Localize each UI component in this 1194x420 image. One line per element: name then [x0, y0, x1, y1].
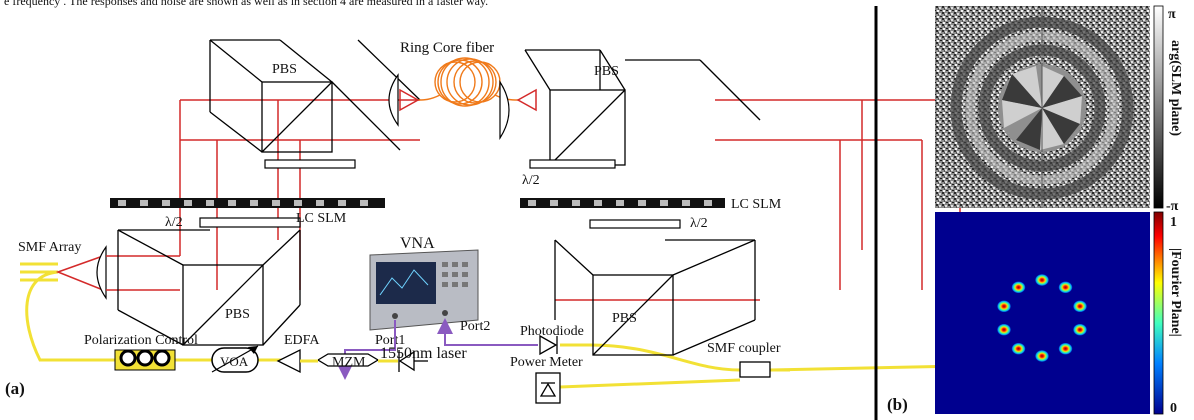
fan-left — [55, 254, 104, 292]
fourier-spot — [1058, 281, 1073, 294]
power-meter-label: Power Meter — [510, 355, 583, 370]
lc-slm-left-label: LC SLM — [296, 211, 347, 226]
pbs-right-top — [524, 49, 761, 166]
lc-slm-left — [110, 198, 385, 208]
panel-a-label: (a) — [5, 379, 25, 398]
fourier-spots — [997, 274, 1087, 362]
fourier-spot — [1073, 323, 1087, 336]
pbs-right-top-label: PBS — [594, 64, 619, 79]
half-wave-plate-right-top — [529, 159, 616, 169]
phase-colorbar-max: π — [1168, 7, 1176, 22]
port1-label: Port1 — [375, 333, 405, 348]
lc-slm-right-label: LC SLM — [731, 197, 782, 212]
half-wave-left-bottom-label: λ/2 — [165, 215, 183, 230]
phase-colorbar-title: arg(SLM plane) — [1168, 40, 1183, 136]
fan-ring-right — [516, 88, 537, 112]
phase-colorbar — [1153, 5, 1164, 209]
panel-a: SMF Array SMF Array — [5, 39, 1143, 404]
half-wave-plate-left-bottom — [199, 217, 301, 228]
polarization-control-label: Polarization Control — [84, 333, 198, 348]
pbs-right-bottom — [554, 239, 756, 356]
port2-label: Port2 — [460, 319, 490, 334]
lens-ring-right — [499, 79, 510, 141]
ring-core-fiber-label: Ring Core fiber — [400, 40, 494, 56]
voa — [211, 345, 259, 373]
smf-coupler-label: SMF coupler — [707, 341, 781, 356]
pbs-left-top-label: PBS — [272, 62, 297, 77]
fourier-spot — [1035, 350, 1049, 362]
fourier-plane-map — [935, 212, 1150, 414]
half-wave-right-top-label: λ/2 — [522, 173, 540, 188]
power-meter-symbol — [535, 372, 561, 404]
pbs-left-bottom-label: PBS — [225, 307, 250, 322]
fourier-spot — [1011, 342, 1026, 355]
lc-slm-right — [520, 198, 725, 208]
mzm-label: MZM — [332, 355, 366, 370]
fourier-colorbar — [1153, 211, 1164, 415]
fourier-spot — [1073, 300, 1087, 313]
fourier-colorbar-max: 1 — [1170, 215, 1177, 230]
beams-left — [106, 99, 420, 291]
voa-label: VOA — [220, 354, 249, 369]
panel-b: π -π arg(SLM plane) 1 0 |Fourier Plane| … — [887, 5, 1183, 416]
pbs-left-top — [209, 39, 421, 153]
vna-label: VNA — [400, 235, 435, 252]
lens-left — [96, 245, 107, 300]
edfa-label: EDFA — [284, 333, 320, 348]
fourier-spot — [997, 323, 1011, 336]
vna-instrument — [369, 249, 479, 331]
top-caption: e frequency . The responses and noise ar… — [4, 0, 488, 8]
photodiode-symbol — [539, 334, 558, 356]
smf-coupler — [739, 361, 771, 378]
smf-array-left-label: SMF Array — [18, 240, 81, 255]
half-wave-right-bottom-label: λ/2 — [690, 216, 708, 231]
laser-diode — [398, 350, 428, 372]
fourier-spot — [997, 300, 1011, 313]
phase-colorbar-min: -π — [1166, 199, 1179, 214]
fourier-spot — [1035, 274, 1049, 286]
pbs-right-bottom-label: PBS — [612, 311, 637, 326]
laser-label: 1550nm laser — [380, 345, 467, 362]
pbs-left-bottom — [117, 229, 301, 346]
half-wave-plate-left-top — [264, 159, 356, 169]
smf-array-left — [20, 262, 58, 282]
half-wave-plate-right-bottom — [589, 219, 681, 229]
photodiode-label: Photodiode — [520, 324, 584, 339]
polarization-controller — [114, 349, 176, 371]
lens-ring-left — [388, 73, 399, 127]
edfa-amplifier — [276, 348, 301, 374]
slm-phase-map — [935, 6, 1150, 208]
fourier-spot — [1011, 281, 1026, 294]
fourier-colorbar-min: 0 — [1170, 401, 1177, 416]
fourier-colorbar-title: |Fourier Plane| — [1168, 248, 1183, 337]
fan-ring-left — [399, 88, 420, 112]
fourier-spot — [1058, 342, 1073, 355]
panel-b-label: (b) — [887, 395, 908, 414]
